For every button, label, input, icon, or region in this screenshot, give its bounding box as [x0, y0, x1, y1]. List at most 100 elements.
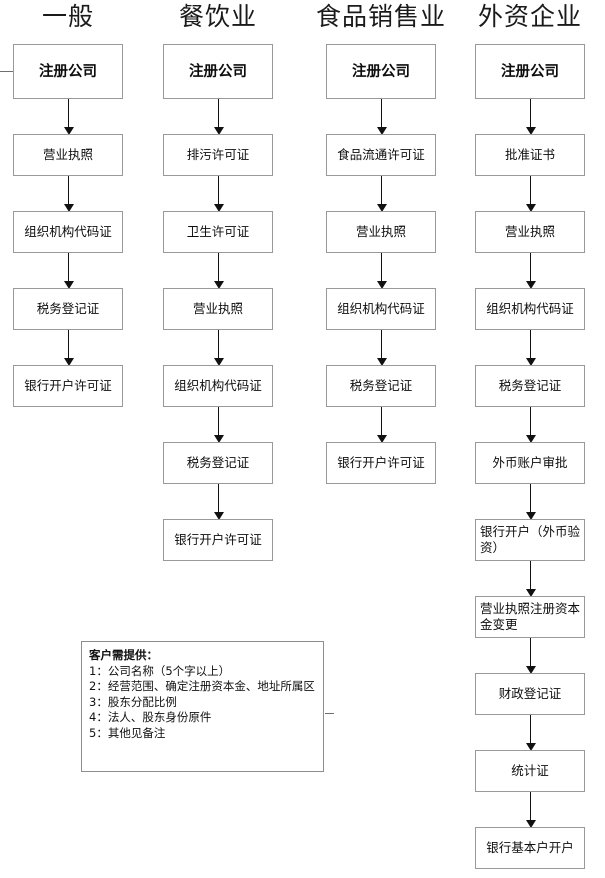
node-catering-6[interactable]: 银行开户许可证 — [163, 519, 273, 561]
connector-catering-2 — [218, 253, 219, 281]
node-label: 注册公司 — [189, 63, 247, 80]
connector-foreign-invested-7 — [530, 638, 531, 666]
arrowhead-foreign-invested-2 — [526, 281, 536, 289]
node-food-sales-2[interactable]: 营业执照 — [326, 211, 436, 253]
node-foreign-invested-8[interactable]: 财政登记证 — [475, 673, 585, 715]
node-foreign-invested-5[interactable]: 外币账户审批 — [475, 442, 585, 484]
connector-foreign-invested-6 — [530, 561, 531, 589]
connector-catering-0 — [218, 99, 219, 127]
connector-catering-1 — [218, 176, 219, 204]
connector-catering-3 — [218, 330, 219, 358]
node-foreign-invested-1[interactable]: 批准证书 — [475, 134, 585, 176]
arrowhead-foreign-invested-3 — [526, 358, 536, 366]
node-foreign-invested-4[interactable]: 税务登记证 — [475, 365, 585, 407]
connector-food-sales-0 — [381, 99, 382, 127]
column-title-catering: 餐饮业 — [178, 2, 257, 31]
connector-foreign-invested-5 — [530, 484, 531, 512]
connector-foreign-invested-2 — [530, 253, 531, 281]
node-label: 银行开户许可证 — [337, 455, 425, 470]
node-general-0[interactable]: 注册公司 — [13, 44, 123, 99]
arrowhead-catering-2 — [214, 281, 224, 289]
node-label: 排污许可证 — [186, 147, 250, 162]
node-food-sales-3[interactable]: 组织机构代码证 — [326, 288, 436, 330]
node-foreign-invested-9[interactable]: 统计证 — [475, 750, 585, 792]
node-label: 组织机构代码证 — [486, 301, 574, 316]
node-label: 外币账户审批 — [492, 455, 568, 470]
arrowhead-foreign-invested-5 — [526, 512, 536, 520]
node-label: 税务登记证 — [349, 378, 413, 393]
node-catering-1[interactable]: 排污许可证 — [163, 134, 273, 176]
node-food-sales-4[interactable]: 税务登记证 — [326, 365, 436, 407]
node-label: 食品流通许可证 — [337, 147, 425, 162]
node-food-sales-1[interactable]: 食品流通许可证 — [326, 134, 436, 176]
node-label: 批准证书 — [504, 147, 555, 162]
node-label: 财政登记证 — [498, 686, 562, 701]
node-foreign-invested-7[interactable]: 营业执照注册资本金变更 — [475, 596, 585, 638]
arrowhead-catering-5 — [214, 512, 224, 520]
node-label: 营业执照 — [192, 301, 243, 316]
connector-foreign-invested-9 — [530, 792, 531, 820]
node-food-sales-0[interactable]: 注册公司 — [326, 44, 436, 99]
arrowhead-food-sales-2 — [377, 281, 387, 289]
arrowhead-general-2 — [64, 281, 74, 289]
connector-food-sales-4 — [381, 407, 382, 435]
column-title-general: 一般 — [41, 2, 94, 31]
note-line-5: 5：其他见备注 — [89, 725, 166, 740]
node-foreign-invested-0[interactable]: 注册公司 — [475, 44, 585, 99]
node-label: 税务登记证 — [186, 455, 250, 470]
node-catering-5[interactable]: 税务登记证 — [163, 442, 273, 484]
node-label: 银行基本户开户 — [486, 840, 574, 855]
arrowhead-foreign-invested-0 — [526, 127, 536, 135]
node-catering-3[interactable]: 营业执照 — [163, 288, 273, 330]
arrowhead-foreign-invested-9 — [526, 820, 536, 828]
arrowhead-catering-0 — [214, 127, 224, 135]
connector-foreign-invested-3 — [530, 330, 531, 358]
node-label: 组织机构代码证 — [174, 378, 262, 393]
node-general-3[interactable]: 税务登记证 — [13, 288, 123, 330]
connector-foreign-invested-1 — [530, 176, 531, 204]
node-label: 组织机构代码证 — [24, 224, 112, 239]
arrowhead-foreign-invested-4 — [526, 435, 536, 443]
connector-general-0 — [68, 99, 69, 127]
node-label: 银行开户许可证 — [24, 378, 112, 393]
arrowhead-general-3 — [64, 358, 74, 366]
node-foreign-invested-6[interactable]: 银行开户（外币验资） — [475, 519, 585, 561]
arrowhead-general-0 — [64, 127, 74, 135]
node-food-sales-5[interactable]: 银行开户许可证 — [326, 442, 436, 484]
arrowhead-catering-4 — [214, 435, 224, 443]
arrowhead-foreign-invested-7 — [526, 666, 536, 674]
node-label: 营业执照 — [355, 224, 406, 239]
connector-food-sales-3 — [381, 330, 382, 358]
node-label: 税务登记证 — [36, 301, 100, 316]
node-catering-2[interactable]: 卫生许可证 — [163, 211, 273, 253]
node-label: 银行开户（外币验资） — [480, 524, 581, 555]
node-label: 银行开户许可证 — [174, 532, 262, 547]
node-foreign-invested-2[interactable]: 营业执照 — [475, 211, 585, 253]
arrowhead-foreign-invested-8 — [526, 743, 536, 751]
node-catering-4[interactable]: 组织机构代码证 — [163, 365, 273, 407]
arrowhead-food-sales-4 — [377, 435, 387, 443]
connector-foreign-invested-8 — [530, 715, 531, 743]
left-edge-connector-stub — [0, 71, 13, 72]
arrowhead-food-sales-0 — [377, 127, 387, 135]
node-label: 注册公司 — [352, 63, 410, 80]
node-label: 统计证 — [511, 763, 549, 778]
arrowhead-general-1 — [64, 204, 74, 212]
node-label: 营业执照注册资本金变更 — [480, 601, 581, 632]
node-catering-0[interactable]: 注册公司 — [163, 44, 273, 99]
node-general-4[interactable]: 银行开户许可证 — [13, 365, 123, 407]
node-label: 注册公司 — [39, 63, 97, 80]
node-foreign-invested-3[interactable]: 组织机构代码证 — [475, 288, 585, 330]
arrowhead-foreign-invested-1 — [526, 204, 536, 212]
node-foreign-invested-10[interactable]: 银行基本户开户 — [475, 827, 585, 869]
node-general-2[interactable]: 组织机构代码证 — [13, 211, 123, 253]
note-line-3: 3：股东分配比例 — [89, 694, 177, 709]
column-title-food-sales: 食品销售业 — [315, 2, 446, 31]
note-title: 客户需提供： — [89, 648, 158, 662]
node-general-1[interactable]: 营业执照 — [13, 134, 123, 176]
connector-catering-5 — [218, 484, 219, 512]
connector-general-1 — [68, 176, 69, 204]
arrowhead-food-sales-1 — [377, 204, 387, 212]
